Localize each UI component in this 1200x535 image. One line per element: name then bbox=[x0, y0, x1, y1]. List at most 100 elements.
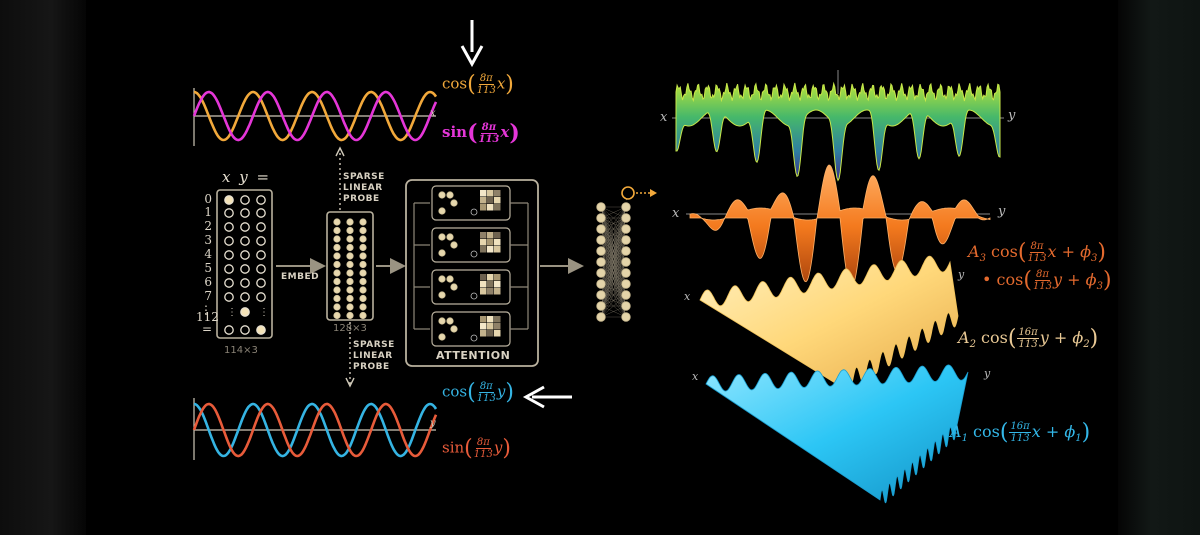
input-dot bbox=[256, 250, 266, 260]
input-dot bbox=[224, 222, 234, 232]
wave-sin-y bbox=[192, 402, 438, 458]
attention-matrix-cell bbox=[487, 323, 494, 330]
surface-a2 bbox=[699, 255, 959, 390]
embed-dot bbox=[346, 260, 354, 269]
input-grid-row-index: 6 bbox=[204, 275, 212, 289]
embed-dot bbox=[359, 252, 367, 260]
input-grid-row-index: = bbox=[201, 322, 212, 336]
input-dot bbox=[224, 208, 234, 218]
attention-matrix-cell bbox=[480, 288, 487, 295]
attention-node bbox=[438, 291, 446, 299]
attention-node bbox=[438, 191, 446, 199]
output-arrow-icon bbox=[650, 189, 657, 197]
input-grid-row-index: 3 bbox=[204, 233, 212, 247]
mlp-node bbox=[596, 268, 606, 278]
mlp-node bbox=[596, 301, 606, 311]
attention-multiply-icon bbox=[470, 250, 478, 258]
surface-a2-x-label: x bbox=[684, 290, 691, 303]
input-dot bbox=[256, 278, 266, 288]
embed-dot bbox=[333, 269, 341, 277]
mlp-node bbox=[621, 257, 631, 267]
embed-dot bbox=[359, 286, 367, 294]
attention-matrix-cell bbox=[480, 323, 487, 330]
input-dot bbox=[256, 325, 266, 335]
input-grid-dots: ⋮⋮ bbox=[224, 195, 269, 335]
embed-dot bbox=[346, 269, 354, 277]
input-grid-row-index: 112 bbox=[196, 310, 219, 324]
attention-node bbox=[438, 249, 446, 257]
embed-block-dots bbox=[333, 218, 367, 320]
mlp-edge bbox=[600, 272, 627, 318]
left-blurred-margin bbox=[0, 0, 86, 535]
attention-node bbox=[438, 207, 446, 215]
mlp-node bbox=[621, 301, 631, 311]
input-dot bbox=[240, 250, 250, 260]
embed-dot bbox=[333, 235, 341, 243]
embed-dot bbox=[359, 277, 367, 286]
embed-dot bbox=[333, 260, 341, 269]
attention-matrix-cell bbox=[480, 197, 487, 204]
embed-label: EMBED bbox=[281, 272, 320, 282]
embed-dot bbox=[333, 243, 341, 252]
input-dot bbox=[256, 236, 266, 246]
embed-dot bbox=[346, 226, 354, 235]
embed-dot bbox=[359, 243, 367, 252]
attention-node bbox=[446, 191, 454, 199]
input-dot bbox=[240, 325, 250, 335]
embed-dot bbox=[346, 243, 354, 252]
attention-matrix-cell bbox=[480, 246, 487, 253]
mlp-edge bbox=[600, 206, 627, 252]
attention-node bbox=[450, 241, 458, 249]
attention-matrix-cell bbox=[480, 281, 487, 288]
mlp-node bbox=[621, 202, 631, 212]
surface-top-y-label: y bbox=[1008, 108, 1016, 123]
embed-block-dimension: 128×3 bbox=[333, 323, 367, 334]
ellipsis-mark: ⋮ bbox=[227, 307, 237, 318]
input-dot bbox=[224, 325, 234, 335]
attention-node bbox=[450, 283, 458, 291]
mlp-edge bbox=[600, 206, 627, 296]
surface-a1-x-label: x bbox=[692, 370, 699, 383]
embed-dot bbox=[333, 311, 341, 320]
attention-multiply-icon bbox=[470, 334, 478, 342]
bottom-wave-axis-label: y bbox=[430, 418, 436, 429]
input-grid-row-index: 2 bbox=[204, 219, 212, 233]
attention-matrix-cell bbox=[487, 274, 494, 281]
embed-dot bbox=[359, 311, 367, 320]
input-dot bbox=[240, 292, 250, 302]
embed-dot bbox=[333, 286, 341, 294]
input-grid-row-index: 4 bbox=[204, 247, 212, 261]
mlp-node bbox=[596, 202, 606, 212]
input-grid-row-index: 0 bbox=[204, 192, 212, 206]
mlp-node bbox=[621, 290, 631, 300]
right-blurred-margin bbox=[1118, 0, 1200, 535]
mlp-edge bbox=[600, 294, 627, 318]
mlp-edge bbox=[600, 228, 627, 318]
embed-dot bbox=[333, 218, 341, 226]
probe-bottom-arrow-icon bbox=[345, 377, 355, 388]
output-node bbox=[621, 186, 635, 200]
attention-matrix-cell bbox=[487, 232, 494, 239]
attention-matrix-cell bbox=[494, 323, 501, 330]
attention-matrix-cell bbox=[487, 239, 494, 246]
input-dot bbox=[224, 250, 234, 260]
input-dot bbox=[224, 264, 234, 274]
input-dot bbox=[240, 236, 250, 246]
attention-node bbox=[438, 275, 446, 283]
attention-matrix-cell bbox=[494, 281, 501, 288]
surface-a1 bbox=[705, 364, 969, 504]
mlp-network bbox=[596, 198, 631, 322]
attention-matrix-cell bbox=[487, 281, 494, 288]
attention-matrix-cell bbox=[487, 197, 494, 204]
embed-dot bbox=[359, 235, 367, 243]
input-dot bbox=[256, 195, 266, 205]
attention-matrix-cell bbox=[494, 288, 501, 295]
mlp-node bbox=[621, 246, 631, 256]
